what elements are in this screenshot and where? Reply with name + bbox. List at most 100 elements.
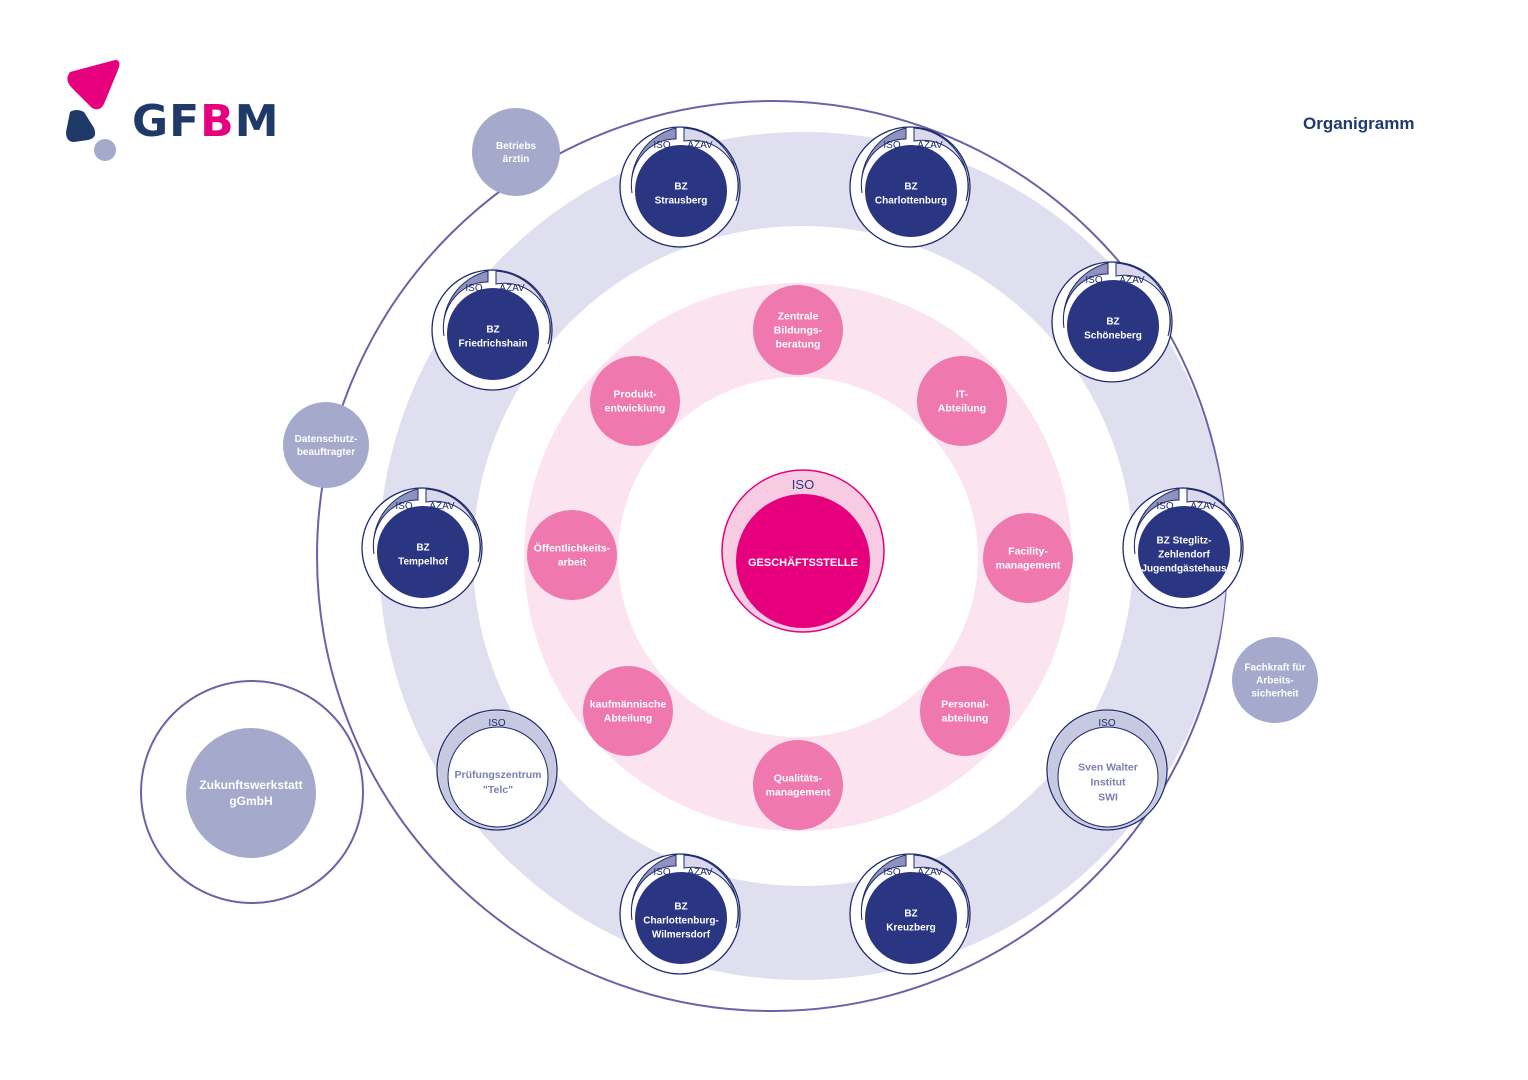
subsidiary-label-line: gGmbH bbox=[229, 794, 272, 808]
department-label-it: IT- Abteilung bbox=[938, 389, 986, 415]
satellite-label-fachkraft-line: sicherheit bbox=[1251, 689, 1299, 700]
center-iso-label-schoeneberg: ISO bbox=[1085, 275, 1102, 286]
center-label-strausberg-line: BZ bbox=[674, 182, 687, 193]
department-label-personal-line: abteilung bbox=[942, 713, 989, 725]
center-node-telc bbox=[447, 726, 549, 828]
department-label-qualitaet-line: management bbox=[766, 787, 831, 799]
center-iso-label-charlottenburg: ISO bbox=[883, 140, 900, 151]
center-iso-label-steglitz: ISO bbox=[1156, 501, 1173, 512]
center-iso-tab-charlottenburg-wilmersdorf bbox=[630, 854, 677, 921]
center-iso-tab-schoeneberg bbox=[1062, 262, 1109, 329]
center-iso-tab-kreuzberg bbox=[860, 854, 907, 921]
satellite-node-datenschutz bbox=[283, 402, 369, 488]
department-label-zentrale-line: Zentrale bbox=[778, 311, 819, 323]
center-node-steglitz bbox=[1138, 506, 1230, 598]
center-label-steglitz-line: Jugendgästehaus bbox=[1141, 564, 1226, 575]
subsidiary-label-line: Zukunftswerkstatt bbox=[199, 778, 302, 792]
center-label: GESCHÄFTSSTELLE bbox=[748, 556, 858, 569]
center-azav-tab-charlottenburg bbox=[913, 127, 969, 202]
center-iso-label-swi: ISO bbox=[1098, 718, 1115, 729]
center-label-charlottenburg: BZ Charlottenburg bbox=[875, 182, 947, 207]
center-iso-label-friedrichshain: ISO bbox=[465, 283, 482, 294]
center-azav-label-schoeneberg: AZAV bbox=[1119, 275, 1145, 286]
center-azav-tab-charlottenburg-wilmersdorf bbox=[683, 854, 739, 929]
department-label-zentrale-line: beratung bbox=[776, 339, 821, 351]
department-node-produkt bbox=[590, 356, 680, 446]
department-label-oeffentlichkeit: Öffentlichkeits-arbeit bbox=[534, 542, 611, 569]
subsidiary-label: Zukunftswerkstatt gGmbH bbox=[199, 778, 302, 808]
center-label-friedrichshain-line: BZ bbox=[486, 325, 499, 336]
logo-text-part2: B bbox=[200, 96, 235, 147]
center-azav-tab-tempelhof bbox=[425, 488, 481, 563]
center-azav-label-friedrichshain: AZAV bbox=[499, 283, 525, 294]
department-label-facility: Facility-management bbox=[996, 546, 1061, 572]
department-label-produkt: Produkt-entwicklung bbox=[605, 389, 666, 415]
center-iso-tab-tempelhof bbox=[372, 488, 419, 555]
center-iso-tab-friedrichshain bbox=[442, 270, 489, 337]
satellite-label-fachkraft-line: Fachkraft für bbox=[1244, 663, 1305, 674]
center-label-strausberg: BZ Strausberg bbox=[655, 182, 708, 207]
center-node bbox=[736, 494, 870, 628]
center-azav-label-charlottenburg-wilmersdorf: AZAV bbox=[687, 867, 713, 878]
center-label-steglitz-line: BZ Steglitz- bbox=[1157, 536, 1212, 547]
center-azav-label-tempelhof: AZAV bbox=[429, 501, 455, 512]
center-iso-label-telc: ISO bbox=[488, 718, 505, 729]
center-label-telc: Prüfungszentrum"Telc" bbox=[455, 769, 542, 796]
logo-text-part1: GF bbox=[132, 96, 201, 147]
gfbm-logo: GFBM bbox=[60, 58, 290, 168]
center-iso-label-tempelhof: ISO bbox=[395, 501, 412, 512]
department-label-personal-line: Personal- bbox=[941, 699, 989, 711]
department-node-facility bbox=[983, 513, 1073, 603]
center-label-swi-line: SWI bbox=[1098, 792, 1118, 804]
center-node-strausberg bbox=[635, 145, 727, 237]
center-label-charlottenburg-line: BZ bbox=[904, 182, 917, 193]
center-label-kreuzberg: BZ Kreuzberg bbox=[886, 909, 935, 934]
center-azav-tab-kreuzberg bbox=[913, 854, 969, 929]
center-label-kreuzberg-line: BZ bbox=[904, 909, 917, 920]
center-azav-tab-schoeneberg bbox=[1115, 262, 1171, 337]
satellite-label-datenschutz-line: Datenschutz- bbox=[295, 434, 358, 445]
center-label-swi-line: Institut bbox=[1091, 777, 1126, 789]
department-label-it-line: Abteilung bbox=[938, 403, 986, 415]
department-label-kaufmaennisch-line: Abteilung bbox=[604, 713, 652, 725]
center-node-kreuzberg bbox=[865, 872, 957, 964]
department-label-produkt-line: entwicklung bbox=[605, 403, 666, 415]
center-label-kreuzberg-line: Kreuzberg bbox=[886, 923, 935, 934]
department-label-kaufmaennisch-line: kaufmännische bbox=[590, 699, 667, 711]
center-azav-label-strausberg: AZAV bbox=[687, 140, 713, 151]
subsidiary-node bbox=[186, 728, 316, 858]
center-node-swi bbox=[1057, 726, 1159, 828]
logo-wordmark: GFBM bbox=[132, 96, 280, 147]
center-iso-tab-charlottenburg bbox=[860, 127, 907, 194]
center-label-strausberg-line: Strausberg bbox=[655, 196, 708, 207]
satellite-label-betriebsaerztin-line: ärztin bbox=[503, 154, 530, 165]
center-label-charlottenburg-line: Charlottenburg bbox=[875, 196, 947, 207]
center-label-schoeneberg-line: Schöneberg bbox=[1084, 331, 1142, 342]
department-node-oeffentlichkeit bbox=[527, 510, 617, 600]
center-label-schoeneberg-line: BZ bbox=[1106, 317, 1119, 328]
center-iso-tab-steglitz bbox=[1133, 488, 1180, 555]
satellite-label-datenschutz: Datenschutz-beauftragter bbox=[295, 434, 358, 458]
center-azav-tab-friedrichshain bbox=[495, 270, 551, 345]
center-node-friedrichshain bbox=[447, 288, 539, 380]
center-node-schoeneberg bbox=[1067, 280, 1159, 372]
department-label-qualitaet-line: Qualitäts- bbox=[774, 773, 823, 785]
department-label-it-line: IT- bbox=[956, 389, 969, 401]
department-label-produkt-line: Produkt- bbox=[613, 389, 657, 401]
center-label-tempelhof-line: Tempelhof bbox=[398, 557, 448, 568]
satellite-label-datenschutz-line: beauftragter bbox=[297, 447, 355, 458]
department-label-personal: Personal-abteilung bbox=[941, 699, 989, 725]
center-iso-tab-strausberg bbox=[630, 127, 677, 194]
department-node-personal bbox=[920, 666, 1010, 756]
department-label-oeffentlichkeit-line: Öffentlichkeits- bbox=[534, 542, 611, 555]
